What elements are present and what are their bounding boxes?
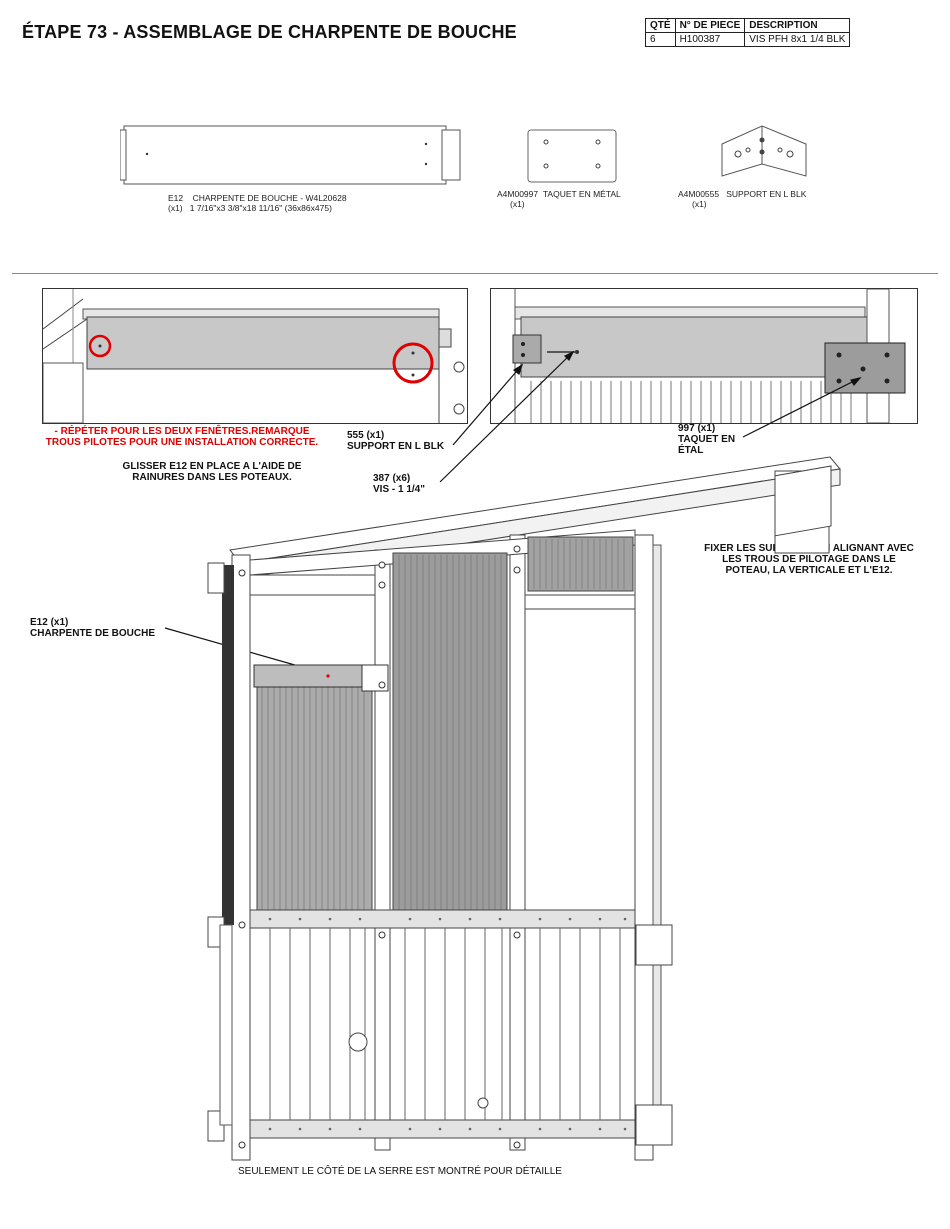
repeat-note-line1: - RÉPÉTER POUR LES DEUX FENÊTRES.REMARQU… <box>54 426 310 437</box>
parts-table-header: QTÉ N° DE PIECE DESCRIPTION <box>645 18 851 33</box>
detail-left-drawing <box>43 289 465 423</box>
support-callout: 555 (x1) SUPPORT EN L BLK <box>347 430 444 452</box>
e12-callout: E12 (x1) CHARPENTE DE BOUCHE <box>30 617 155 639</box>
parts-table: QTÉ N° DE PIECE DESCRIPTION 6 H100387 VI… <box>645 18 851 47</box>
taquet-callout-line3: ÉTAL <box>678 445 704 456</box>
section-divider <box>12 273 938 274</box>
e12-qty: (x1) <box>168 203 183 213</box>
table-row: 6 H100387 VIS PFH 8x1 1/4 BLK <box>645 32 851 47</box>
greenhouse-side-assembly <box>207 456 841 1161</box>
l-bracket-illustration <box>721 125 807 177</box>
support-callout-line1: 555 (x1) <box>347 430 385 441</box>
e12-board-illustration <box>120 125 461 185</box>
fix-note-line2: LES TROUS DE PILOTAGE DANS LE <box>722 554 896 565</box>
support-caption: A4M00555 SUPPORT EN L BLK <box>678 189 806 199</box>
taquet-code: A4M00997 <box>497 189 539 199</box>
fix-note-line3: POTEAU, LA VERTICALE ET L'E12. <box>725 565 893 576</box>
detail-right-drawing <box>512 289 906 423</box>
e12-code: E12 <box>168 193 184 203</box>
metal-cleat-illustration <box>527 129 617 183</box>
taquet-name: TAQUET EN MÉTAL <box>542 189 621 199</box>
taquet-callout-line2: TAQUET EN <box>678 434 736 445</box>
step-title: ÉTAPE 73 - ASSEMBLAGE DE CHARPENTE DE BO… <box>22 22 517 42</box>
detail-panel-right <box>490 288 918 424</box>
e12-callout-line2: CHARPENTE DE BOUCHE <box>30 628 156 639</box>
e12-caption-2: (x1) 1 7/16"x3 3/8"x18 11/16" (36x86x475… <box>168 203 332 213</box>
cell-qty: 6 <box>645 32 676 47</box>
taquet-qty: (x1) <box>510 199 525 209</box>
taquet-callout-line1: 997 (x1) <box>678 423 716 434</box>
support-callout-line2: SUPPORT EN L BLK <box>347 441 445 452</box>
footer-note: SEULEMENT LE CÔTÉ DE LA SERRE EST MONTRÉ… <box>238 1166 562 1177</box>
repeat-note-line2: TROUS PILOTES POUR UNE INSTALLATION CORR… <box>45 437 319 448</box>
cell-part-number: H100387 <box>674 32 746 47</box>
e12-name: CHARPENTE DE BOUCHE - W4L20628 <box>192 193 347 203</box>
support-code: A4M00555 <box>678 189 720 199</box>
repeat-note: - RÉPÉTER POUR LES DEUX FENÊTRES.REMARQU… <box>32 426 332 448</box>
support-qty: (x1) <box>692 199 707 209</box>
screw-callout-line1: 387 (x6) <box>373 473 411 484</box>
cell-description: VIS PFH 8x1 1/4 BLK <box>744 32 851 47</box>
slide-note-line1: GLISSER E12 EN PLACE A L'AIDE DE <box>122 461 302 472</box>
detail-panel-left <box>42 288 468 424</box>
taquet-caption: A4M00997 TAQUET EN MÉTAL <box>497 189 621 199</box>
e12-callout-line1: E12 (x1) <box>30 617 69 628</box>
e12-dims: 1 7/16"x3 3/8"x18 11/16" (36x86x475) <box>189 203 332 213</box>
e12-caption-1: E12 CHARPENTE DE BOUCHE - W4L20628 <box>168 193 347 203</box>
slide-note: GLISSER E12 EN PLACE A L'AIDE DE RAINURE… <box>105 461 319 483</box>
screw-callout: 387 (x6) VIS - 1 1/4" <box>373 473 425 495</box>
slide-note-line2: RAINURES DANS LES POTEAUX. <box>132 472 292 483</box>
screw-callout-line2: VIS - 1 1/4" <box>373 484 425 495</box>
taquet-callout: 997 (x1) TAQUET EN ÉTAL <box>678 423 735 456</box>
support-name: SUPPORT EN L BLK <box>726 189 807 199</box>
